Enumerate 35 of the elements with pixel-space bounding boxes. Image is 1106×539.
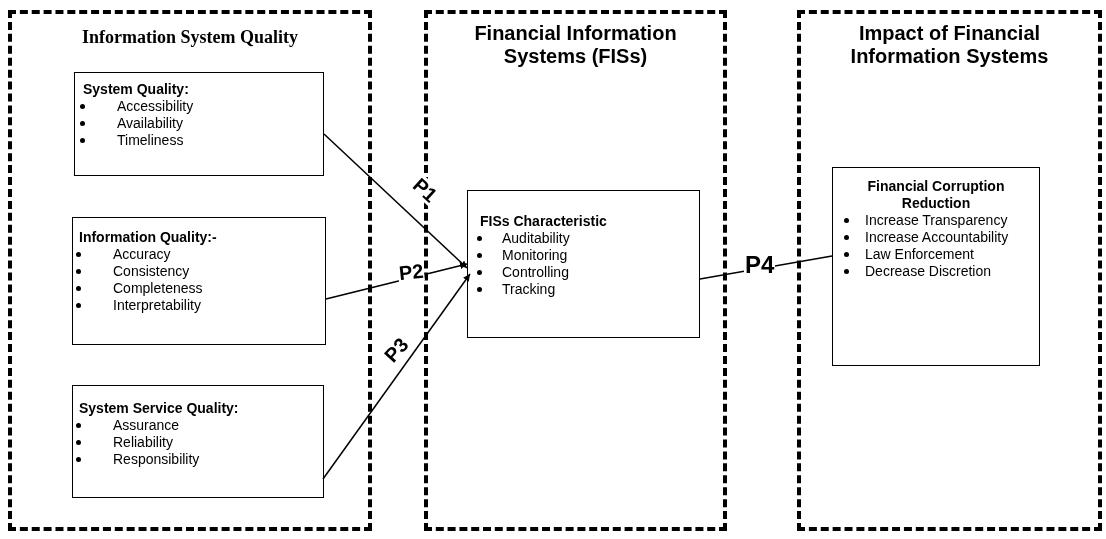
bullet-item: Controlling [502,264,569,280]
bullet-item: Accessibility [117,98,194,114]
bullet-item: Completeness [113,280,203,296]
bullet-item: Increase Accountability [865,229,1009,245]
concept-box [74,72,324,176]
bullet-item: Monitoring [502,247,568,263]
dashed-group-frame [8,10,372,531]
bullet-item: Decrease Discretion [865,263,992,279]
bullet-item: Auditability [502,230,570,246]
bullet-item: Assurance [113,417,180,433]
arrow [322,273,471,480]
dashed-group-frame [797,10,1102,531]
bullet-item: Increase Transparency [865,212,1008,228]
concept-box [72,217,326,345]
bullet-item: Availability [117,115,183,131]
concept-box [72,385,324,498]
bullet-item: Accuracy [113,246,171,262]
box-heading: Financial Corruption Reduction [866,178,1006,212]
box-heading: FISs Characteristic [480,213,608,230]
group-title: Information System Quality [81,26,299,49]
bullet-item: Law Enforcement [865,246,974,262]
bullet-item: Consistency [113,263,190,279]
bullet-item: Timeliness [117,132,184,148]
bullet-item: Interpretability [113,297,201,313]
box-heading: System Quality: [83,81,190,98]
box-heading: System Service Quality: [79,400,240,417]
concept-box [467,190,700,338]
arrow [323,133,468,269]
bullet-item: Reliability [113,434,173,450]
bullet-item: Responsibility [113,451,200,467]
concept-box [832,167,1040,366]
bullet-item: Tracking [502,281,556,297]
box-heading: Information Quality:- [79,229,218,246]
group-title: Financial Information Systems (FISs) [473,22,678,68]
group-title: Impact of Financial Information Systems [849,22,1050,68]
